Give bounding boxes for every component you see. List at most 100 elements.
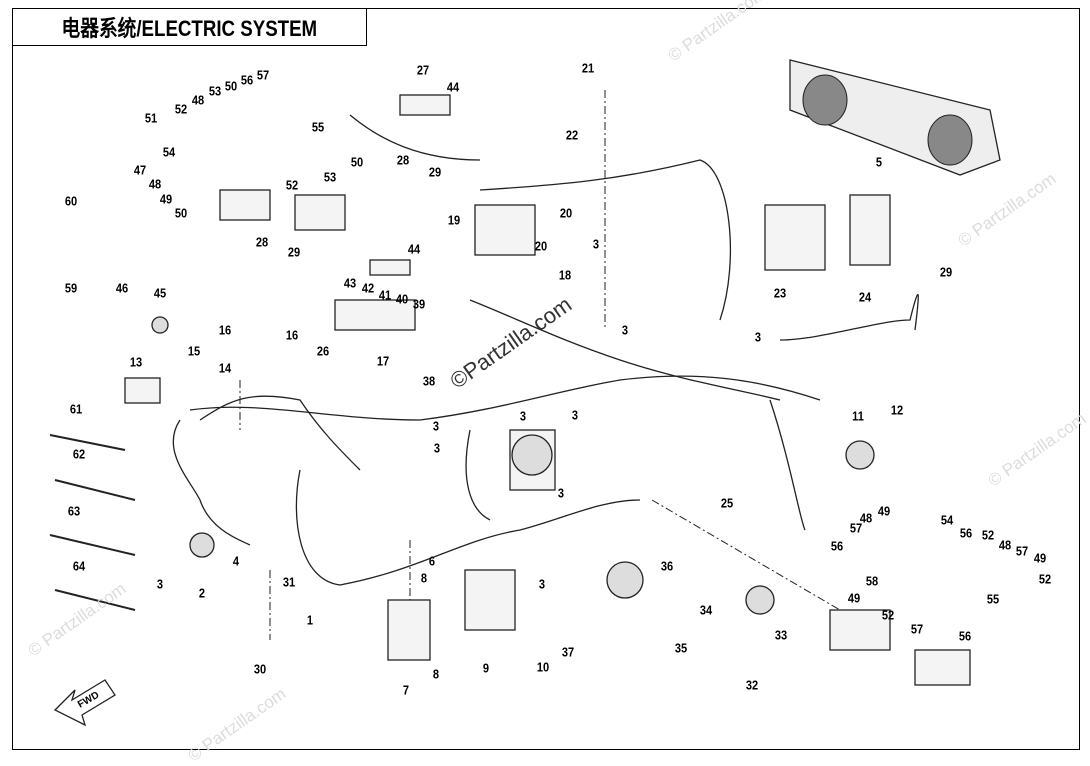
part-label-63: 63 (67, 503, 81, 519)
part-label-47: 47 (133, 162, 147, 178)
stator (606, 561, 644, 599)
part-label-52: 52 (981, 527, 995, 543)
part-label-51: 51 (144, 110, 158, 126)
part-label-45: 45 (153, 285, 167, 301)
control-module (464, 569, 516, 631)
part-label-38: 38 (422, 373, 436, 389)
speaker (802, 74, 848, 126)
part-label-50: 50 (224, 78, 238, 94)
part-label-48: 48 (998, 537, 1012, 553)
part-label-62: 62 (72, 446, 86, 462)
part-label-15: 15 (187, 343, 201, 359)
wire-harness (479, 159, 732, 321)
part-label-48: 48 (859, 510, 873, 526)
wire-harness (769, 399, 806, 531)
part-label-56: 56 (959, 525, 973, 541)
part-label-52: 52 (1038, 571, 1052, 587)
part-label-17: 17 (376, 353, 390, 369)
part-label-57: 57 (256, 67, 270, 83)
fuse-box (294, 194, 346, 231)
part-label-23: 23 (773, 285, 787, 301)
part-label-58: 58 (865, 573, 879, 589)
part-label-8: 8 (432, 666, 440, 682)
fuse-box-base (914, 649, 971, 686)
speaker (927, 114, 973, 166)
part-label-57: 57 (1015, 543, 1029, 559)
part-label-14: 14 (218, 360, 232, 376)
wire-harness (172, 419, 251, 546)
part-label-4: 4 (232, 553, 240, 569)
part-label-50: 50 (350, 154, 364, 170)
part-label-3: 3 (519, 408, 527, 424)
tie-strap (54, 589, 136, 611)
part-label-26: 26 (316, 343, 330, 359)
part-label-37: 37 (561, 644, 575, 660)
part-label-52: 52 (174, 101, 188, 117)
part-label-18: 18 (558, 267, 572, 283)
relay-set (334, 299, 416, 331)
battery-holder (849, 194, 891, 266)
part-label-29: 29 (939, 264, 953, 280)
part-label-27: 27 (416, 62, 430, 78)
part-label-3: 3 (571, 407, 579, 423)
ecu-module (474, 204, 536, 256)
part-label-49: 49 (1033, 550, 1047, 566)
part-label-16: 16 (285, 327, 299, 343)
part-label-42: 42 (361, 280, 375, 296)
part-label-53: 53 (208, 83, 222, 99)
battery (764, 204, 826, 271)
part-label-64: 64 (72, 558, 86, 574)
part-label-55: 55 (986, 591, 1000, 607)
part-label-10: 10 (536, 659, 550, 675)
part-label-32: 32 (745, 677, 759, 693)
part-label-3: 3 (538, 576, 546, 592)
part-label-3: 3 (433, 440, 441, 456)
part-label-20: 20 (534, 238, 548, 254)
part-label-48: 48 (191, 92, 205, 108)
part-label-49: 49 (847, 590, 861, 606)
part-label-56: 56 (830, 538, 844, 554)
fwd-arrow-icon (53, 679, 116, 727)
part-label-2: 2 (198, 585, 206, 601)
part-label-43: 43 (343, 275, 357, 291)
part-label-54: 54 (162, 144, 176, 160)
wire-harness (295, 469, 641, 586)
wire-harness (465, 429, 491, 521)
part-label-54: 54 (940, 512, 954, 528)
part-label-9: 9 (482, 660, 490, 676)
part-label-49: 49 (877, 503, 891, 519)
diagram-frame (12, 8, 1080, 750)
connector-set (369, 259, 411, 276)
relay-box (219, 189, 271, 221)
wire-harness (189, 375, 821, 421)
part-label-16: 16 (218, 322, 232, 338)
part-label-21: 21 (581, 60, 595, 76)
part-label-25: 25 (720, 495, 734, 511)
wire-harness (779, 294, 919, 341)
tie-strap (49, 434, 126, 451)
ignition-switch (745, 585, 775, 615)
part-label-35: 35 (674, 640, 688, 656)
wire-harness (199, 395, 361, 471)
part-label-3: 3 (592, 236, 600, 252)
horn (189, 532, 215, 558)
part-label-33: 33 (774, 627, 788, 643)
part-label-48: 48 (148, 176, 162, 192)
part-label-3: 3 (557, 485, 565, 501)
part-label-3: 3 (432, 418, 440, 434)
part-label-29: 29 (428, 164, 442, 180)
part-label-3: 3 (754, 329, 762, 345)
part-label-46: 46 (115, 280, 129, 296)
part-label-44: 44 (446, 79, 460, 95)
part-label-44: 44 (407, 241, 421, 257)
connector-block (124, 377, 161, 404)
leader-line (651, 499, 841, 611)
wire-harness (349, 114, 481, 161)
fuse-box-cover (829, 609, 891, 651)
part-label-12: 12 (890, 402, 904, 418)
sensor (845, 440, 875, 470)
part-label-59: 59 (64, 280, 78, 296)
part-label-6: 6 (428, 553, 436, 569)
wire-harness (469, 299, 781, 401)
